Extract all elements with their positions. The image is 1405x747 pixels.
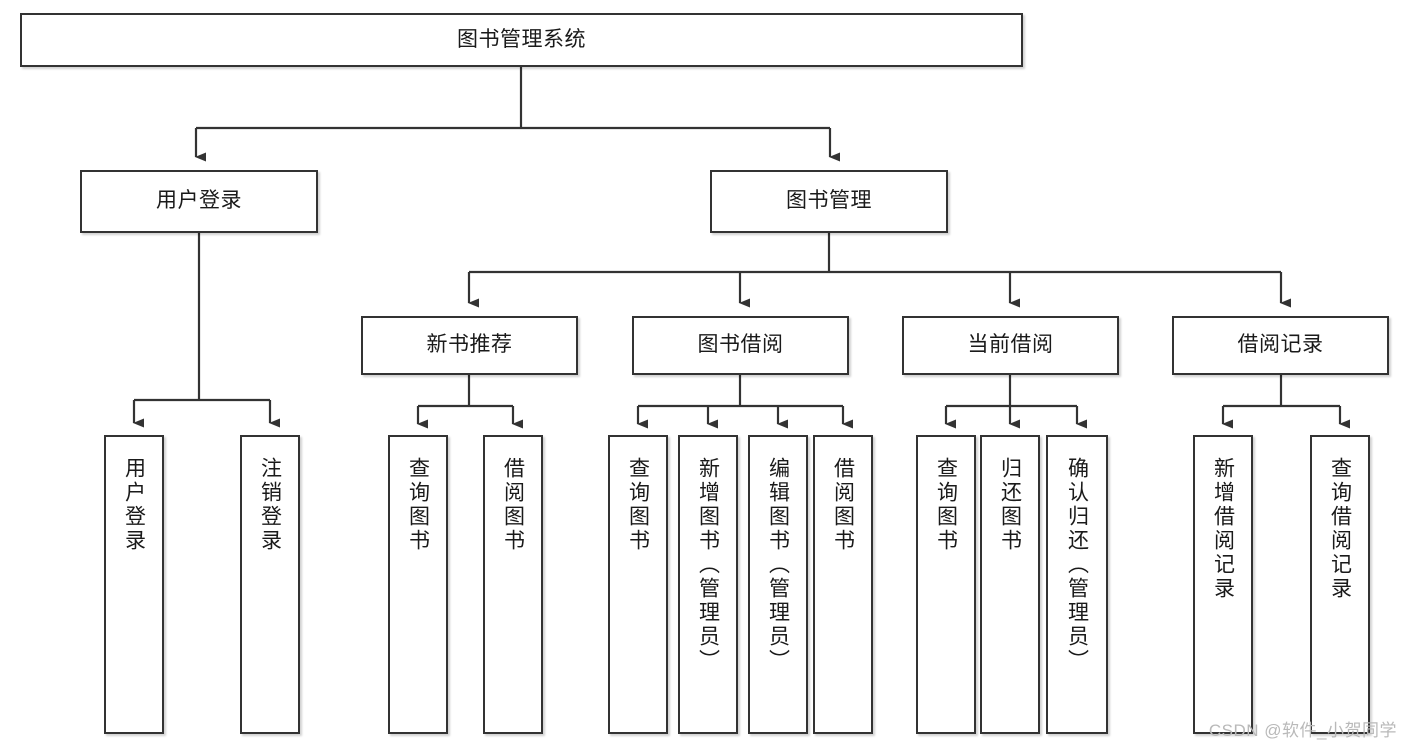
node-leaf-add-record-label: 新增借阅记录	[1211, 457, 1235, 601]
node-leaf-borrow-book-2-label: 借阅图书	[831, 457, 855, 553]
node-leaf-logout[interactable]: 注销登录	[240, 435, 300, 734]
node-leaf-add-book-label: 新增图书（管理员）	[696, 457, 720, 673]
node-book-manage[interactable]: 图书管理	[710, 170, 948, 233]
node-leaf-return-book[interactable]: 归还图书	[980, 435, 1040, 734]
node-leaf-query-book-2-label: 查询图书	[626, 457, 650, 553]
node-leaf-confirm-return[interactable]: 确认归还（管理员）	[1046, 435, 1108, 734]
node-leaf-query-record[interactable]: 查询借阅记录	[1310, 435, 1370, 734]
node-current-borrow-label: 当前借阅	[967, 333, 1054, 357]
node-leaf-query-book-2[interactable]: 查询图书	[608, 435, 668, 734]
node-leaf-borrow-book-2[interactable]: 借阅图书	[813, 435, 873, 734]
node-book-manage-label: 图书管理	[786, 189, 872, 213]
node-leaf-edit-book[interactable]: 编辑图书（管理员）	[748, 435, 808, 734]
node-leaf-query-record-label: 查询借阅记录	[1328, 457, 1352, 601]
node-root-label: 图书管理系统	[457, 27, 586, 51]
node-root[interactable]: 图书管理系统	[20, 13, 1023, 67]
node-leaf-query-book-3-label: 查询图书	[934, 457, 958, 553]
node-user-login-label: 用户登录	[156, 189, 242, 213]
node-new-book-rec-label: 新书推荐	[426, 333, 513, 357]
node-leaf-borrow-book-1[interactable]: 借阅图书	[483, 435, 543, 734]
node-borrow-record[interactable]: 借阅记录	[1172, 316, 1389, 375]
node-user-login[interactable]: 用户登录	[80, 170, 318, 233]
node-leaf-logout-label: 注销登录	[258, 457, 282, 553]
node-leaf-query-book-1-label: 查询图书	[406, 457, 430, 553]
node-book-borrow[interactable]: 图书借阅	[632, 316, 849, 375]
node-leaf-return-book-label: 归还图书	[998, 457, 1022, 553]
node-current-borrow[interactable]: 当前借阅	[902, 316, 1119, 375]
node-book-borrow-label: 图书借阅	[697, 333, 784, 357]
node-borrow-record-label: 借阅记录	[1237, 333, 1324, 357]
node-leaf-add-book[interactable]: 新增图书（管理员）	[678, 435, 738, 734]
node-leaf-query-book-3[interactable]: 查询图书	[916, 435, 976, 734]
node-leaf-query-book-1[interactable]: 查询图书	[388, 435, 448, 734]
node-leaf-borrow-book-1-label: 借阅图书	[501, 457, 525, 553]
node-leaf-edit-book-label: 编辑图书（管理员）	[766, 457, 790, 673]
node-leaf-user-login-label: 用户登录	[122, 457, 146, 553]
node-new-book-rec[interactable]: 新书推荐	[361, 316, 578, 375]
node-leaf-confirm-return-label: 确认归还（管理员）	[1065, 457, 1089, 673]
node-leaf-user-login[interactable]: 用户登录	[104, 435, 164, 734]
node-leaf-add-record[interactable]: 新增借阅记录	[1193, 435, 1253, 734]
